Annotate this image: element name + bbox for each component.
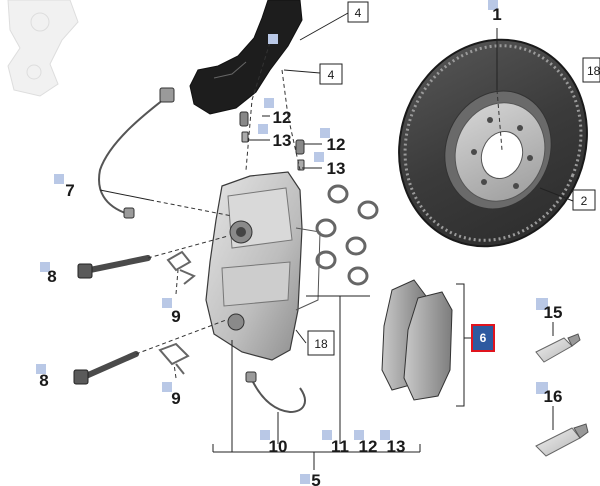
steering-knuckle-ghost: [7, 0, 79, 97]
piston-seal-rings: [315, 184, 379, 286]
callout-7[interactable]: 7: [65, 181, 74, 200]
callout-4b-box: [319, 63, 343, 85]
callout-10[interactable]: 10: [269, 437, 288, 456]
brake-pads: [381, 279, 453, 401]
callout-18-edge[interactable]: 18: [587, 64, 600, 78]
callout-18a-box: [582, 57, 600, 83]
bleeder-screw-side: [295, 139, 305, 171]
callout-6-box: [471, 324, 495, 352]
callout-4a-box: [347, 1, 369, 23]
callout-2[interactable]: 2: [581, 194, 588, 208]
callout-4b[interactable]: 4: [328, 68, 335, 82]
callout-18-caliper[interactable]: 18: [314, 337, 328, 351]
callout-1[interactable]: 1: [492, 5, 501, 24]
callout-15[interactable]: 15: [544, 303, 563, 322]
callout-13-upper[interactable]: 13: [273, 131, 292, 150]
callout-13-side[interactable]: 13: [327, 159, 346, 178]
callout-5[interactable]: 5: [311, 471, 320, 486]
callout-9-lower[interactable]: 9: [171, 389, 180, 408]
leader-lines: [99, 12, 574, 470]
callout-16[interactable]: 16: [544, 387, 563, 406]
callout-8-upper[interactable]: 8: [47, 267, 56, 286]
grease-tube-16: [535, 423, 589, 457]
callout-markers: [36, 0, 548, 484]
callout-4a[interactable]: 4: [355, 6, 362, 20]
mounting-bolt-lower: [73, 351, 139, 385]
grease-tube-15: [535, 333, 581, 363]
brake-caliper: [205, 171, 321, 361]
callout-labels: 1 2 4 4 5 6 7 8 8 9 9 10 11 12 12 12 13 …: [39, 1, 600, 486]
callout-12-bottom[interactable]: 12: [359, 437, 378, 456]
callout-8-lower[interactable]: 8: [39, 371, 48, 390]
wear-sensor-cable: [98, 87, 175, 219]
mounting-bolt-upper: [77, 255, 151, 279]
callout-13-bottom[interactable]: 13: [387, 437, 406, 456]
bleeder-screw-upper: [239, 111, 249, 143]
callout-18b-box: [307, 330, 335, 356]
callout-12-upper[interactable]: 12: [273, 108, 292, 127]
callout-12-side[interactable]: 12: [327, 135, 346, 154]
brake-disc: [398, 38, 588, 248]
callout-6[interactable]: 6: [480, 331, 487, 345]
spring-clip-upper: [166, 250, 196, 285]
callout-11[interactable]: 11: [331, 437, 349, 456]
spring-clip-lower: [158, 342, 190, 375]
callout-2-box: [572, 189, 596, 211]
wear-sensor-cable-lower: [245, 371, 306, 414]
dust-shield: [189, 0, 303, 115]
callout-9-upper[interactable]: 9: [171, 307, 180, 326]
